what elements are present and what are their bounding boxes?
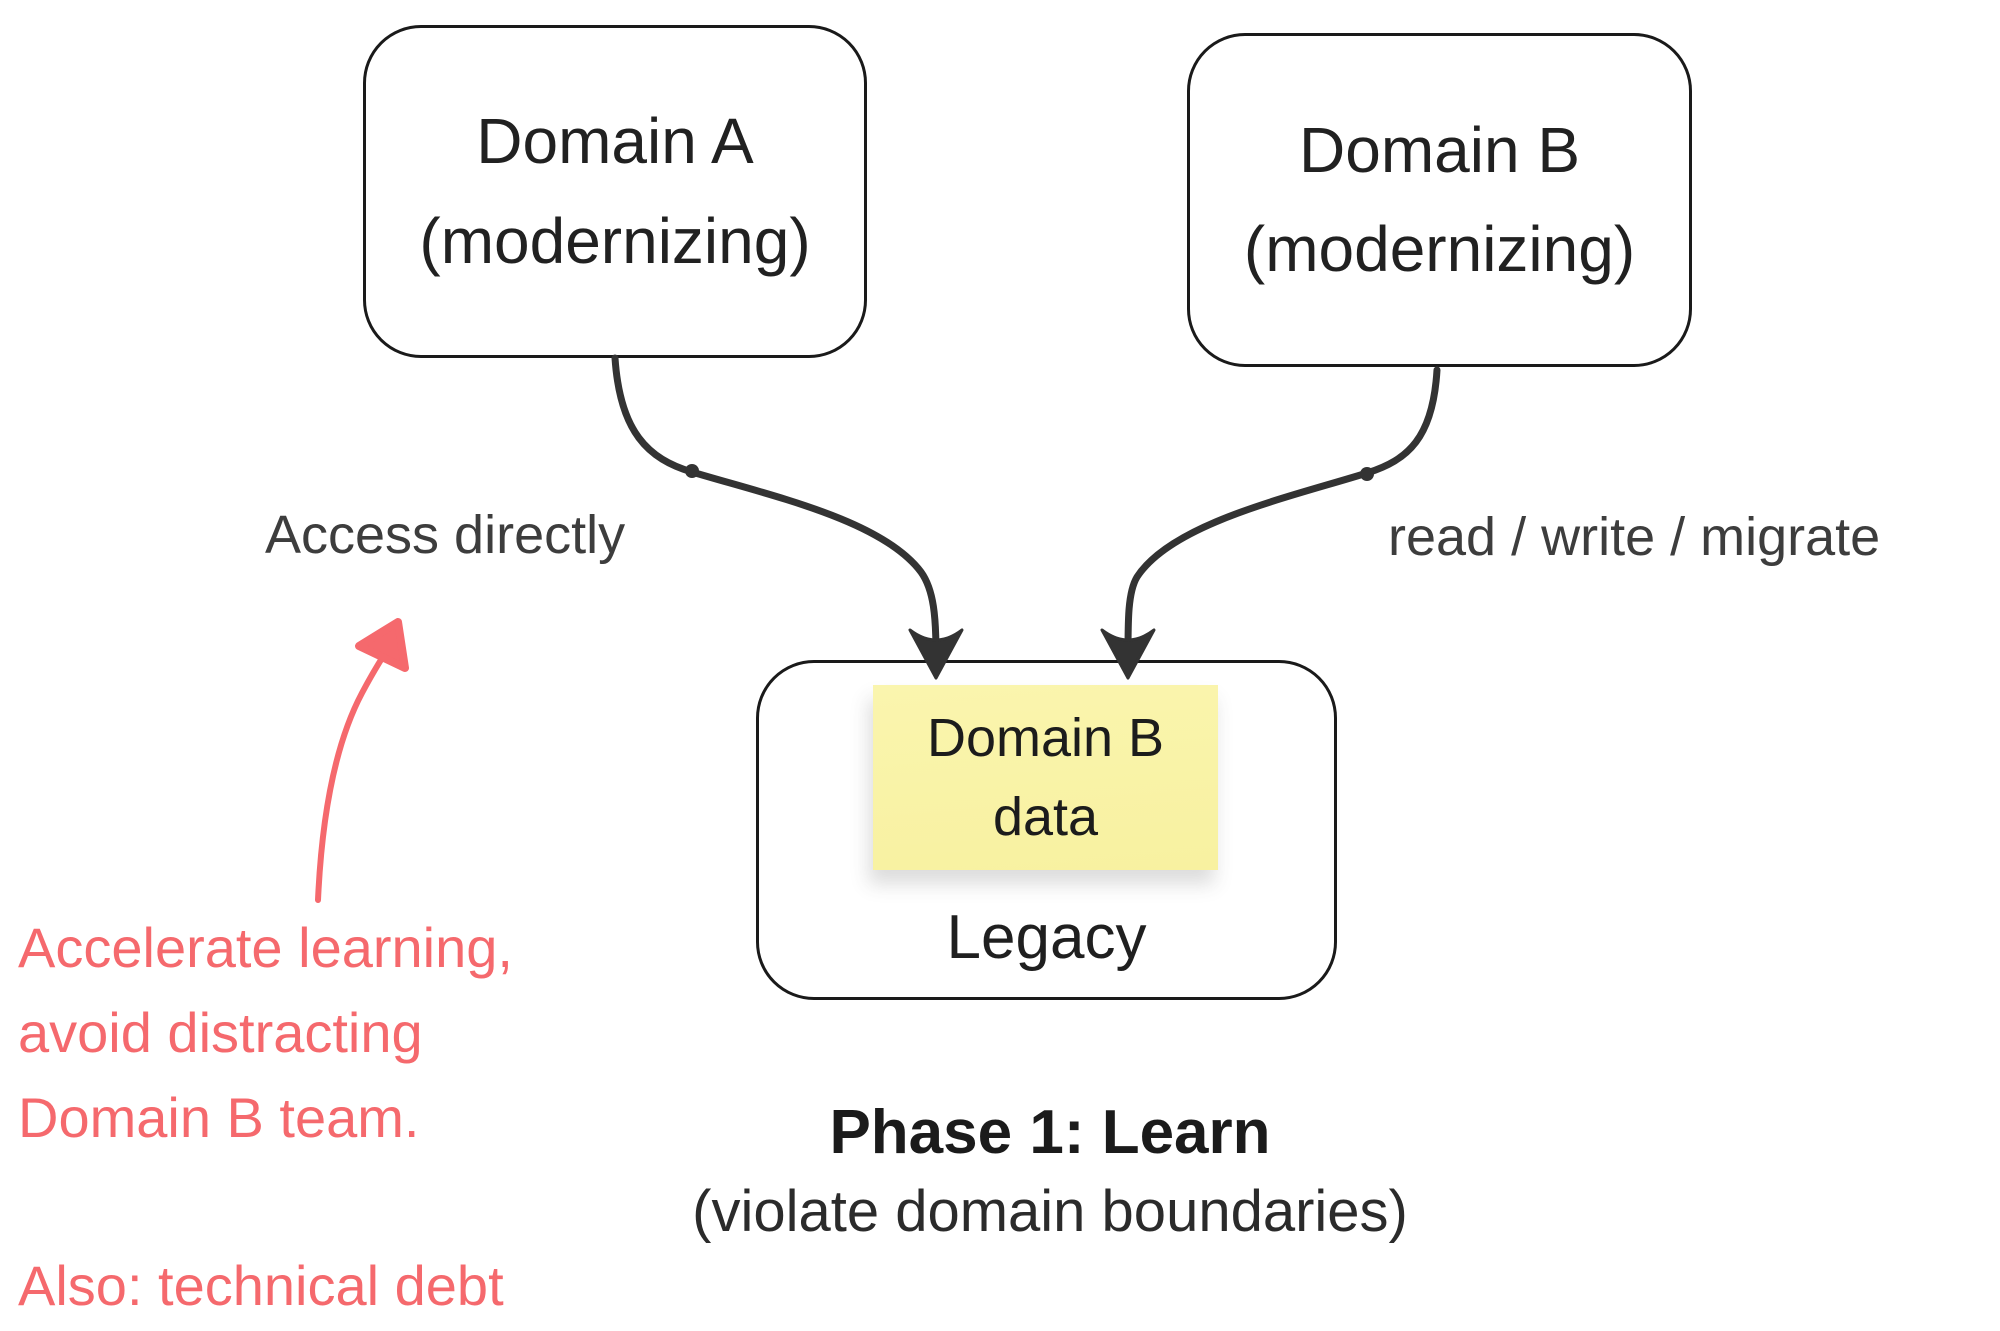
node-domain-a: Domain A (modernizing) — [363, 25, 867, 358]
domain-a-title: Domain A — [476, 105, 754, 178]
edge-domain-a-curve — [611, 354, 940, 658]
domain-b-title: Domain B — [1299, 113, 1580, 186]
node-domain-b-label: Domain B (modernizing) — [1190, 36, 1689, 364]
sticky-line-1: Domain B — [926, 708, 1165, 769]
caption-subtitle: (violate domain boundaries) — [692, 1179, 1408, 1244]
phase-caption: Phase 1: Learn (violate domain boundarie… — [550, 1095, 1550, 1247]
sticky-line-2: data — [992, 786, 1099, 847]
annotation-note-secondary: Also: technical debt — [18, 1254, 504, 1317]
node-domain-a-label: Domain A (modernizing) — [366, 28, 864, 355]
caption-title: Phase 1: Learn — [829, 1098, 1271, 1167]
edge-domain-b-midpoint-dot — [1360, 467, 1374, 481]
edge-domain-a-to-legacy — [611, 354, 964, 680]
edge-label-read-write-migrate: read / write / migrate — [1388, 507, 1881, 567]
red-annotation-arrow — [315, 618, 409, 903]
domain-b-subtitle: (modernizing) — [1243, 213, 1636, 285]
edge-domain-b-to-legacy — [1100, 366, 1441, 680]
domain-a-subtitle: (modernizing) — [419, 204, 811, 277]
arrowhead-up-right-icon — [355, 618, 409, 672]
edge-label-access-directly: Access directly — [265, 505, 626, 565]
annotation-note-line-1: Accelerate learning, — [18, 916, 513, 979]
annotation-note: Accelerate learning, avoid distracting D… — [18, 905, 513, 1160]
edge-domain-a-midpoint-dot — [685, 464, 699, 478]
sticky-note-domain-b-data: Domain B data — [873, 685, 1218, 870]
annotation-note-line-2: avoid distracting — [18, 1001, 423, 1064]
legacy-node-label: Legacy — [946, 903, 1147, 972]
red-arrow-curve — [315, 652, 387, 903]
annotation-note-line-3: Domain B team. — [18, 1086, 420, 1149]
node-domain-b: Domain B (modernizing) — [1187, 33, 1692, 367]
